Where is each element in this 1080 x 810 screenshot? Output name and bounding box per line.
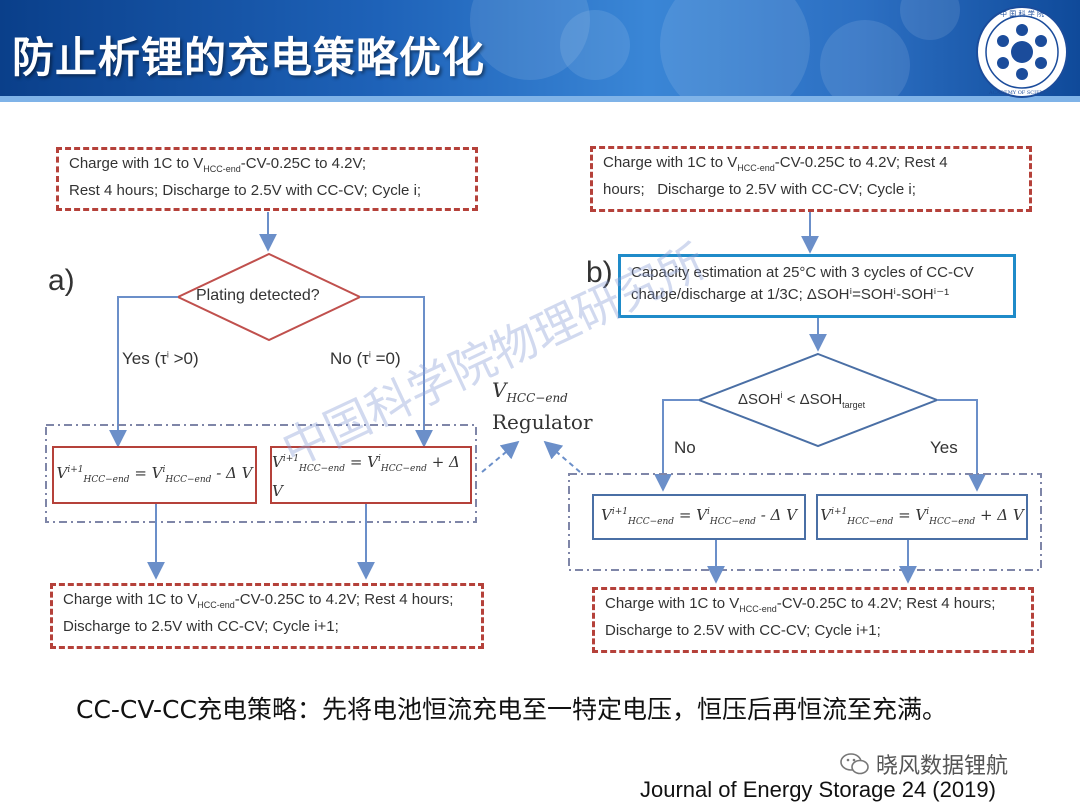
regulator-group-b (568, 473, 1042, 571)
panel-a-label: a) (48, 264, 75, 297)
panel-b-estimation-line-2: charge/discharge at 1/3C; ΔSOHⁱ=SOHⁱ-SOH… (631, 286, 950, 303)
panel-b-start-box: Charge with 1C to VHCC-end-CV-0.25C to 4… (590, 146, 1032, 212)
decision-diamond-b (696, 352, 940, 448)
page-title: 防止析锂的充电策略优化 (12, 33, 486, 82)
cas-logo: 中 国 科 学 院 ACADEMY OF SCIENCES (976, 6, 1068, 98)
regulator-symbol: V (492, 378, 507, 402)
svg-text:中 国 科 学 院: 中 国 科 学 院 (1000, 9, 1044, 18)
citation: Journal of Energy Storage 24 (2019) (640, 777, 996, 802)
wechat-icon (840, 753, 869, 775)
panel-b-estimation-line-1: Capacity estimation at 25°C with 3 cycle… (631, 264, 974, 281)
panel-a-yes-label: Yes (τi >0) (122, 349, 199, 368)
caption: CC-CV-CC充电策略：先将电池恒流充电至一特定电压，恒压后再恒流至充满。 (76, 695, 947, 724)
regulator-subscript: HCC−end (506, 391, 568, 405)
regulator-word: Regulator (492, 410, 593, 434)
panel-a-formula-increase: Vi+1HCC−end = ViHCC−end + Δ V (270, 446, 472, 504)
regulator-label: VHCC−end Regulator (492, 378, 593, 434)
panel-a-decision-text: Plating detected? (196, 287, 320, 304)
header-banner: 防止析锂的充电策略优化 中 国 科 学 院 ACADEMY OF SCIENCE… (0, 0, 1080, 102)
panel-b-estimation-box: Capacity estimation at 25°C with 3 cycle… (618, 254, 1016, 318)
panel-b-yes-label: Yes (930, 438, 958, 457)
panel-b-decision-text: ΔSOHi < ΔSOHtarget (738, 390, 866, 410)
regulator-group-a (45, 424, 477, 523)
svg-text:ACADEMY OF SCIENCES: ACADEMY OF SCIENCES (988, 90, 1056, 96)
panel-a-start-line-2: Rest 4 hours; Discharge to 2.5V with CC-… (69, 182, 422, 199)
panel-b-start-line-2: hours; Discharge to 2.5V with CC-CV; Cyc… (603, 181, 916, 198)
panel-a-no-label: No (τi =0) (330, 349, 401, 368)
panel-b-label: b) (586, 256, 613, 289)
panel-b-formula-increase: Vi+1HCC−end = ViHCC−end + Δ V (816, 494, 1028, 540)
panel-a-next-line-2: Discharge to 2.5V with CC-CV; Cycle i+1; (63, 618, 339, 635)
panel-b-next-line-1: Charge with 1C to VHCC-end-CV-0.25C to 4… (605, 595, 996, 614)
panel-a-start-box: Charge with 1C to VHCC-end-CV-0.25C to 4… (56, 147, 478, 211)
panel-b-formula-decrease: Vi+1HCC−end = ViHCC−end - Δ V (592, 494, 806, 540)
panel-a-next-cycle-box: Charge with 1C to VHCC-end-CV-0.25C to 4… (50, 583, 484, 649)
wechat-account: 晓风数据锂航 (840, 748, 1008, 780)
wechat-account-name: 晓风数据锂航 (876, 753, 1009, 778)
panel-b-next-line-2: Discharge to 2.5V with CC-CV; Cycle i+1; (605, 622, 881, 639)
panel-b-next-cycle-box: Charge with 1C to VHCC-end-CV-0.25C to 4… (592, 587, 1034, 653)
decision-diamond-a (175, 252, 363, 342)
panel-a-next-line-1: Charge with 1C to VHCC-end-CV-0.25C to 4… (63, 591, 454, 610)
panel-b-no-label: No (674, 438, 696, 457)
panel-a-formula-decrease: Vi+1HCC−end = ViHCC−end - Δ V (52, 446, 257, 504)
panel-b-start-line-1: Charge with 1C to VHCC-end-CV-0.25C to 4… (603, 154, 948, 173)
panel-a-start-line-1: Charge with 1C to VHCC-end-CV-0.25C to 4… (69, 155, 367, 174)
